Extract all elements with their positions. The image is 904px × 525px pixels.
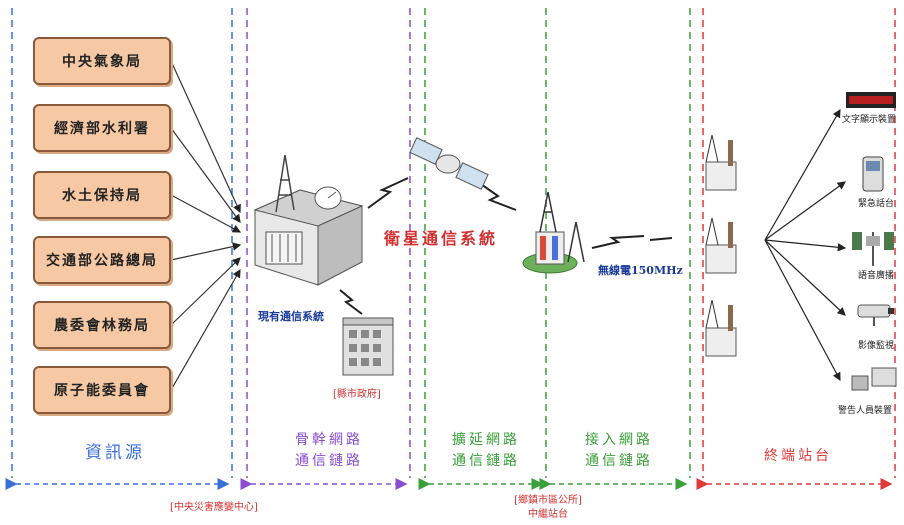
terminal-label-display: 文字顯示裝置 [842,115,897,125]
warning-device-icon [851,367,897,391]
camera-icon [857,304,894,326]
central-center-label: [中央災害應變中心] [170,502,258,513]
terminal-arrows [764,108,847,382]
zone-backbone-line1: 骨幹網路 [295,432,363,448]
source-wra: 經濟部水利署 [33,104,171,152]
zone-extension-line1: 擴延網路 [452,432,520,448]
terminal-label-phone: 緊急話台 [858,199,895,209]
township-label-line2: 中繼站台 [528,509,568,520]
source-highway: 交通部公路總局 [33,236,171,284]
source-cwb: 中央氣象局 [33,37,171,85]
township-label-line1: [鄉鎮市區公所] [514,495,582,506]
terminal-label-warning: 警告人員裝置 [838,406,893,416]
emergency-phone-icon [862,156,884,192]
central-building-icon [253,154,364,286]
zone-extension-line2: 通信鏈路 [452,453,520,469]
existing-system-label: 現有通信系統 [258,310,324,323]
relay-station-icon [522,191,585,274]
access-station-icons [705,134,737,357]
source-aec: 原子能委員會 [33,366,171,414]
speaker-icon [852,232,894,266]
satellite-system-label: 衛星通信系統 [384,229,499,248]
zone-backbone: 骨幹網路 通信鏈路 [262,430,396,472]
township-label: [鄉鎮市區公所] 中繼站台 [496,494,600,522]
wireless-link-icons [339,177,673,315]
zone-extension: 擴延網路 通信鏈路 [430,430,542,472]
source-swcb: 水土保持局 [33,171,171,219]
zone-info-source: 資訊源 [85,443,145,463]
satellite-icon [409,137,489,190]
source-forestry: 農委會林務局 [33,301,171,349]
radio-label: 無線電150MHz [598,264,683,277]
zone-access: 接入網路 通信鏈路 [555,430,683,472]
county-building-icon [342,317,394,376]
terminal-label-camera: 影像監視 [858,341,895,351]
source-arrows [170,60,242,391]
zone-access-line2: 通信鏈路 [585,453,653,469]
zone-dividers [11,8,896,478]
zone-backbone-line2: 通信鏈路 [295,453,363,469]
zone-terminal: 終端站台 [764,448,832,464]
terminal-label-speaker: 語音廣播 [858,271,895,281]
zone-access-line1: 接入網路 [585,432,653,448]
led-display-icon [846,92,896,108]
county-gov-label: [縣市政府] [333,389,381,400]
